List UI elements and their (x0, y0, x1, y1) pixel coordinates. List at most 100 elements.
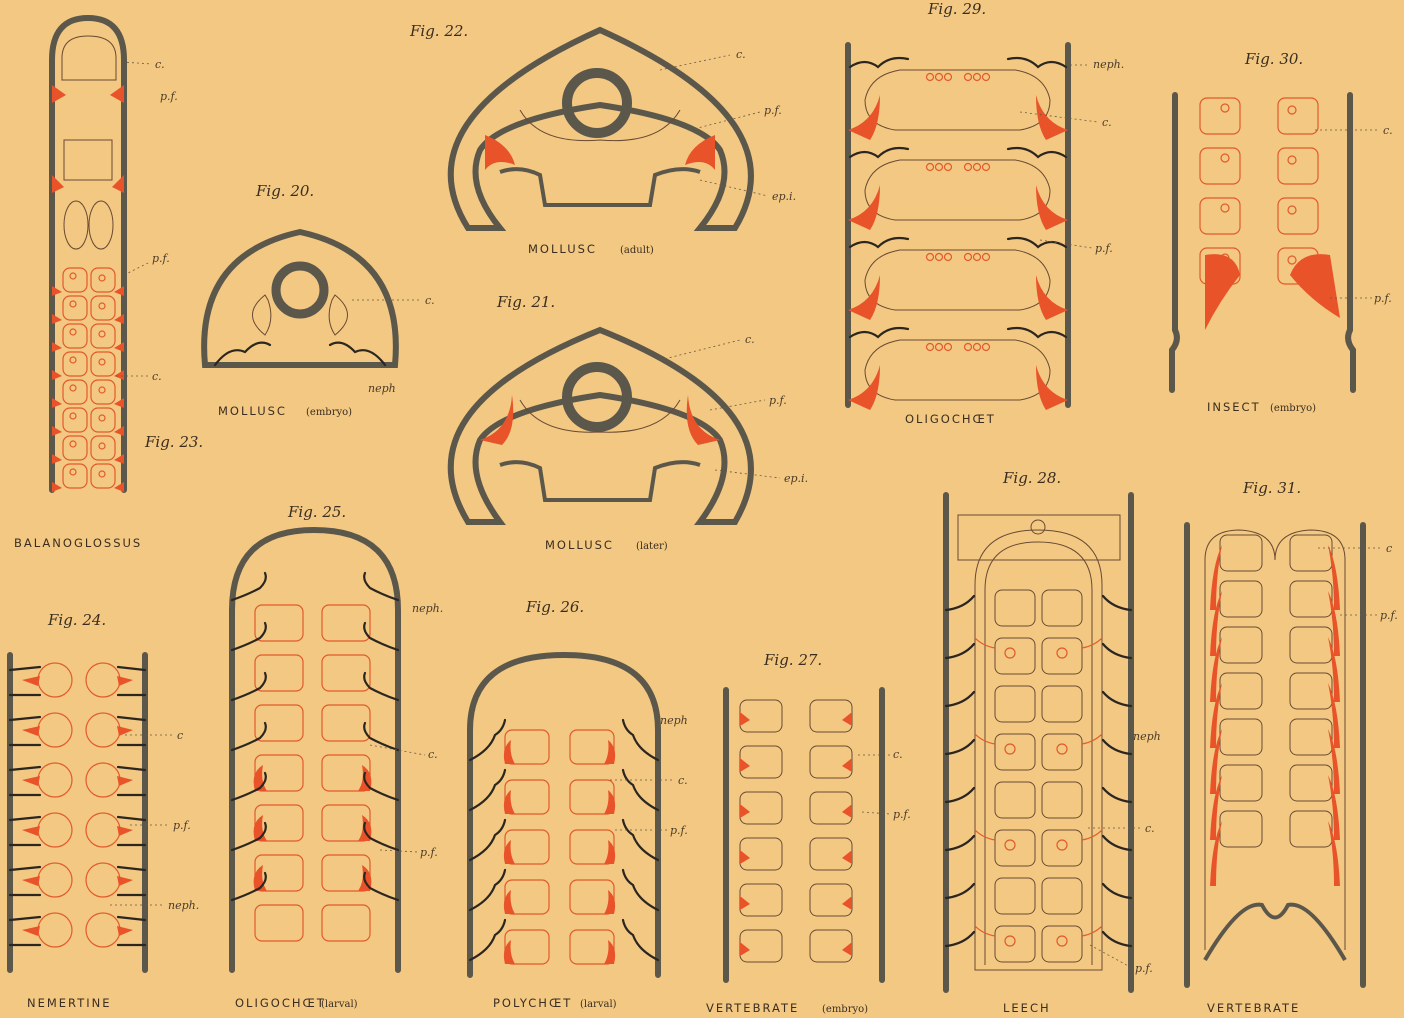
m21-label-c: c. (745, 333, 755, 346)
o29-label-c: c. (1102, 116, 1112, 129)
ve27-fold-right (842, 804, 852, 818)
leech-nephridium (946, 740, 1131, 754)
bal-cell (70, 273, 76, 279)
m22-label-pf: p.f. (764, 104, 782, 117)
bal-cell (99, 359, 105, 365)
mollusc-embryo-diagram (204, 232, 396, 365)
insect-coelom-right (1278, 198, 1318, 234)
poly-nephridium-left (470, 870, 505, 910)
ve27-coelom-left (740, 838, 782, 870)
v31-coelom-left (1220, 765, 1262, 801)
bal-cell (70, 413, 76, 419)
o29-label-neph: neph. (1093, 58, 1124, 71)
bal-coelom-right (91, 408, 115, 432)
leech-caption: LEECH (1003, 1001, 1051, 1015)
i30-label-c: c. (1383, 124, 1393, 137)
fig23-title: Fig. 23. (144, 433, 203, 451)
bal-fold-left (52, 370, 62, 380)
v31-coelom-left (1220, 811, 1262, 847)
leech-nephridium (946, 932, 1131, 946)
nem-fold-right (117, 676, 133, 686)
ve27-fold-right (842, 942, 852, 956)
mollusc-later-sub: (later) (636, 541, 668, 552)
l28-label-neph: neph (1133, 730, 1161, 743)
olig-fold-right (1036, 275, 1068, 320)
nem-fold-left (22, 676, 40, 686)
m22-label-c: c. (736, 48, 746, 61)
vertebrate-caption: VERTEBRATE (1207, 1001, 1300, 1015)
ol25-coelom-right (322, 905, 370, 941)
bal-cell (70, 469, 76, 475)
bal-label-c2: c. (152, 370, 162, 383)
bal-fold-right (114, 454, 124, 464)
leech-nephridium (946, 692, 1131, 706)
leech-nephridium (946, 596, 1131, 610)
ve27-fold-left (740, 896, 750, 910)
olig-cell (965, 254, 972, 261)
olig-cell (927, 164, 934, 171)
mollusc-later-caption: MOLLUSC (545, 538, 614, 552)
mollusc-adult-sub: (adult) (620, 245, 654, 256)
olig-cell (945, 344, 952, 351)
bal-cell (99, 415, 105, 421)
olig-fold-left (848, 275, 880, 320)
v27-label-pf: p.f. (893, 808, 911, 821)
nem-fold-right (117, 876, 133, 886)
olig-nephridium-left (850, 328, 908, 337)
bal-label-c: c. (155, 58, 165, 71)
v31-coelom-left (1220, 719, 1262, 755)
nem-gonad-right (86, 913, 120, 947)
v31-label-pf: p.f. (1380, 609, 1398, 622)
ve27-fold-left (740, 758, 750, 772)
bal-fold-right (114, 482, 124, 492)
poly-nephridium-right (623, 920, 658, 960)
insect-sub: (embryo) (1270, 403, 1316, 414)
olig-cell (974, 344, 981, 351)
nem-fold-right (117, 826, 133, 836)
ol25-nephridium-left (232, 723, 266, 750)
l28-label-c: c. (1145, 822, 1155, 835)
leech-coelom-left (995, 926, 1035, 962)
insect-cell (1221, 154, 1229, 162)
insect-cell (1288, 206, 1296, 214)
leech-coelom-right (1042, 926, 1082, 962)
ve27-fold-right (842, 758, 852, 772)
bal-coelom-left (63, 352, 87, 376)
olig-cell (983, 254, 990, 261)
insect-fold-left (1205, 254, 1240, 330)
leech-coelom-left (995, 782, 1035, 818)
leech-cell (1005, 840, 1015, 850)
nem-gonad-left (38, 663, 72, 697)
nem-fold-left (22, 726, 40, 736)
leech-coelom-left (995, 734, 1035, 770)
olig-cell (974, 74, 981, 81)
nem-fold-right (117, 726, 133, 736)
o25-label-c: c. (428, 748, 438, 761)
bal-fold-right (114, 342, 124, 352)
ve27-fold-left (740, 804, 750, 818)
bal-cell (70, 329, 76, 335)
olig-fold-left (848, 185, 880, 230)
poly-nephridium-right (623, 770, 658, 810)
leech-cell (1005, 648, 1015, 658)
v27-label-c: c. (893, 748, 903, 761)
insect-cell (1221, 104, 1229, 112)
vertebrate-diagram (1187, 525, 1363, 985)
leech-coelom-left (995, 830, 1035, 866)
insect-coelom-left (1200, 148, 1240, 184)
leech-cell (1057, 648, 1067, 658)
nem-gonad-right (86, 713, 120, 747)
poly-nephridium-left (470, 920, 505, 960)
olig-fold-left (848, 365, 880, 410)
olig-fold-right (1036, 95, 1068, 140)
ve27-coelom-right (810, 792, 852, 824)
bal-cell (99, 387, 105, 393)
ol25-coelom-right (322, 655, 370, 691)
bal-fold-left (52, 482, 62, 492)
insect-cell (1288, 256, 1296, 264)
bal-fold-right (114, 426, 124, 436)
ol25-coelom-right (322, 605, 370, 641)
oligochaet-larval-caption: OLIGOCHŒT (235, 996, 326, 1010)
bal-fold-left (52, 286, 62, 296)
